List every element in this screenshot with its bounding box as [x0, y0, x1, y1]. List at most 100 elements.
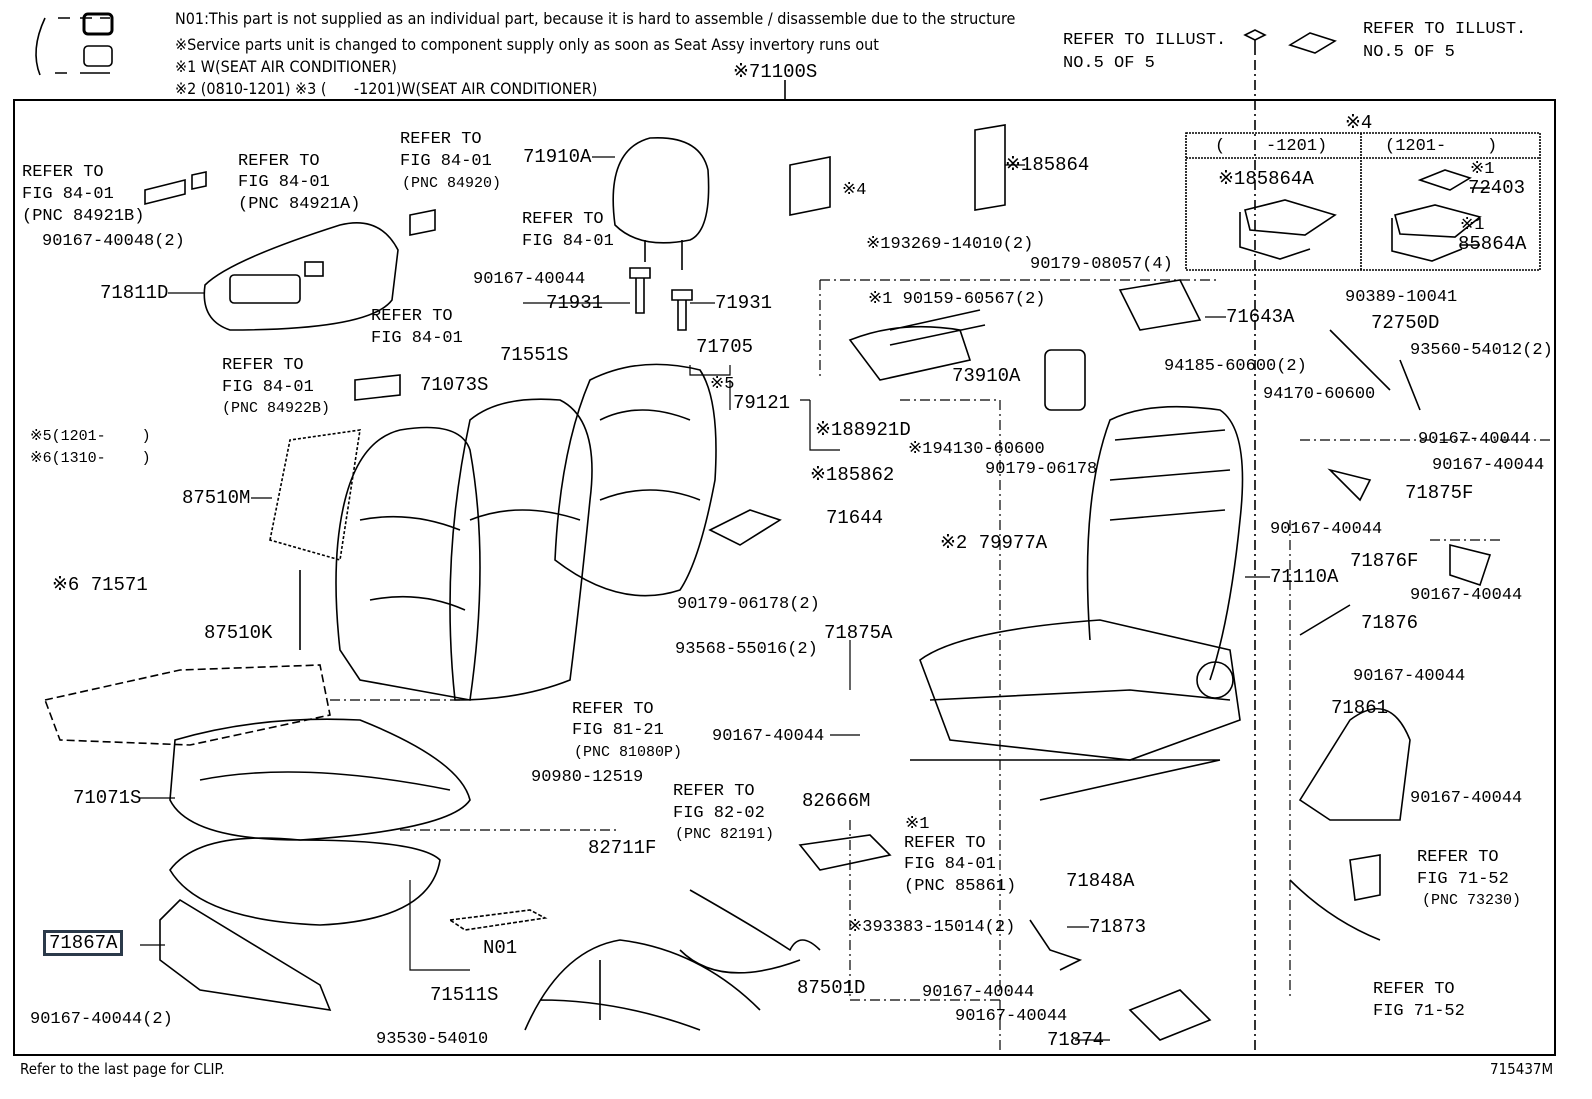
refer-illust-1[interactable]: REFER TO ILLUST.	[1063, 31, 1227, 50]
refer-to[interactable]: REFER TO	[400, 130, 482, 149]
switches	[144, 171, 436, 401]
part-label[interactable]: 71848A	[1066, 870, 1135, 892]
part-label[interactable]: 71873	[1089, 916, 1147, 938]
part-label[interactable]: 71551S	[500, 344, 569, 366]
part-label[interactable]: 90167-40044	[955, 1007, 1068, 1026]
refer-to[interactable]: REFER TO	[904, 834, 986, 853]
part-label[interactable]: 90167-40048(2)	[42, 232, 185, 251]
part-label[interactable]: 71931	[715, 292, 773, 314]
part-label[interactable]: 90167-40044	[712, 727, 825, 746]
refer-fig[interactable]: FIG 84-01	[238, 173, 330, 192]
part-label[interactable]: 90167-40044	[1410, 586, 1523, 605]
note-mark: ※1	[1470, 160, 1495, 179]
part-label[interactable]: 71876	[1361, 612, 1419, 634]
part-label[interactable]: 94170-60600	[1263, 385, 1376, 404]
part-label[interactable]: 90179-06178	[985, 460, 1098, 479]
refer-to[interactable]: REFER TO	[371, 307, 453, 326]
part-label[interactable]: 71874	[1047, 1029, 1105, 1051]
part-label[interactable]: 71644	[826, 507, 884, 529]
leader-lines	[140, 156, 1270, 1041]
part-label[interactable]: 90167-40044	[473, 270, 586, 289]
part-label[interactable]: ※188921D	[815, 419, 911, 441]
part-label[interactable]: 82666M	[802, 790, 871, 812]
seat-cushion-cover-71867A	[159, 898, 332, 1012]
part-label[interactable]: 71643A	[1226, 306, 1295, 328]
bracket-71874	[1128, 989, 1212, 1041]
part-label[interactable]: 79121	[733, 392, 791, 414]
part-label[interactable]: 94185-60600(2)	[1164, 357, 1307, 376]
part-label[interactable]: 90167-40044(2)	[30, 1010, 173, 1029]
part-label[interactable]: ※185864	[1005, 154, 1090, 176]
part-label[interactable]: 87510K	[204, 622, 273, 644]
part-label[interactable]: 71110A	[1270, 566, 1339, 588]
part-label[interactable]: 71910A	[523, 146, 592, 168]
part-label[interactable]: 71875F	[1405, 482, 1474, 504]
part-label[interactable]: 90167-40044	[1353, 667, 1466, 686]
part-label[interactable]: 71811D	[100, 282, 169, 304]
refer-pnc: (PNC 81080P)	[574, 744, 683, 761]
refer-fig[interactable]: FIG 84-01	[904, 855, 996, 874]
part-label[interactable]: 85864A	[1458, 233, 1527, 255]
part-label[interactable]: 71073S	[420, 374, 489, 396]
refer-fig[interactable]: FIG 84-01	[400, 152, 492, 171]
refer-fig[interactable]: FIG 84-01	[22, 185, 114, 204]
refer-fig[interactable]: FIG 84-01	[222, 378, 314, 397]
part-label[interactable]: 82711F	[588, 837, 657, 859]
part-label[interactable]: 71511S	[430, 984, 499, 1006]
part-label[interactable]: ※6 71571	[52, 574, 148, 596]
part-label[interactable]: 90167-40044	[1432, 456, 1545, 475]
part-label[interactable]: 90389-10041	[1345, 288, 1458, 307]
refer-fig[interactable]: FIG 84-01	[522, 232, 614, 251]
part-label[interactable]: 90167-40044	[922, 983, 1035, 1002]
part-label[interactable]: ※185862	[810, 464, 895, 486]
refer-fig[interactable]: FIG 84-01	[371, 329, 463, 348]
part-label[interactable]: 90179-06178(2)	[677, 595, 820, 614]
refer-to[interactable]: REFER TO	[1373, 980, 1455, 999]
part-label[interactable]: 93530-54010	[376, 1030, 489, 1049]
part-label[interactable]: 87510M	[182, 487, 251, 509]
part-label[interactable]: 90980-12519	[531, 768, 644, 787]
part-label[interactable]: 72403	[1468, 177, 1526, 199]
part-label-highlighted[interactable]: 71867A	[43, 930, 124, 956]
part-label[interactable]: 93568-55016(2)	[675, 640, 818, 659]
refer-to[interactable]: REFER TO	[238, 152, 320, 171]
part-label[interactable]: N01	[483, 937, 518, 959]
refer-pnc: (PNC 84921A)	[238, 195, 361, 214]
part-label[interactable]: 71931	[546, 292, 604, 314]
refer-fig[interactable]: FIG 81-21	[572, 721, 664, 740]
refer-to[interactable]: REFER TO	[22, 163, 104, 182]
figure-id: 715437M	[1490, 1060, 1554, 1078]
part-label[interactable]: 87501D	[797, 977, 866, 999]
part-label[interactable]: 93560-54012(2)	[1410, 341, 1553, 360]
refer-illust-2[interactable]: REFER TO ILLUST.	[1363, 20, 1527, 39]
part-label[interactable]: ※185864A	[1218, 168, 1314, 190]
note-mark: ※5	[710, 375, 735, 394]
refer-to[interactable]: REFER TO	[1417, 848, 1499, 867]
backrest-frame-71705	[554, 363, 717, 597]
part-label[interactable]: 73910A	[952, 365, 1021, 387]
refer-to[interactable]: REFER TO	[222, 356, 304, 375]
part-label[interactable]: ※194130-60600	[908, 440, 1045, 459]
part-label[interactable]: 90167-40044	[1418, 430, 1531, 449]
refer-fig[interactable]: FIG 71-52	[1373, 1002, 1465, 1021]
part-label[interactable]: 90167-40044	[1410, 789, 1523, 808]
part-label[interactable]: 71876F	[1350, 550, 1419, 572]
part-label[interactable]: 71875A	[824, 622, 893, 644]
part-label[interactable]: 72750D	[1371, 312, 1440, 334]
part-label[interactable]: 90167-40044	[1270, 520, 1383, 539]
headrest-guides	[629, 267, 693, 331]
refer-fig[interactable]: FIG 71-52	[1417, 870, 1509, 889]
part-label[interactable]: ※1 90159-60567(2)	[868, 290, 1046, 309]
part-label[interactable]: 71071S	[73, 787, 142, 809]
note-mark: ※4	[842, 181, 867, 200]
refer-fig[interactable]: FIG 82-02	[673, 804, 765, 823]
part-label[interactable]: 71705	[696, 336, 754, 358]
part-label[interactable]: 90179-08057(4)	[1030, 255, 1173, 274]
part-label[interactable]: ※193269-14010(2)	[866, 235, 1034, 254]
part-label[interactable]: 71861	[1331, 697, 1389, 719]
refer-to[interactable]: REFER TO	[522, 210, 604, 229]
refer-to[interactable]: REFER TO	[673, 782, 755, 801]
part-label[interactable]: ※393383-15014(2)	[848, 918, 1016, 937]
refer-to[interactable]: REFER TO	[572, 700, 654, 719]
part-label[interactable]: ※2 79977A	[940, 532, 1048, 554]
